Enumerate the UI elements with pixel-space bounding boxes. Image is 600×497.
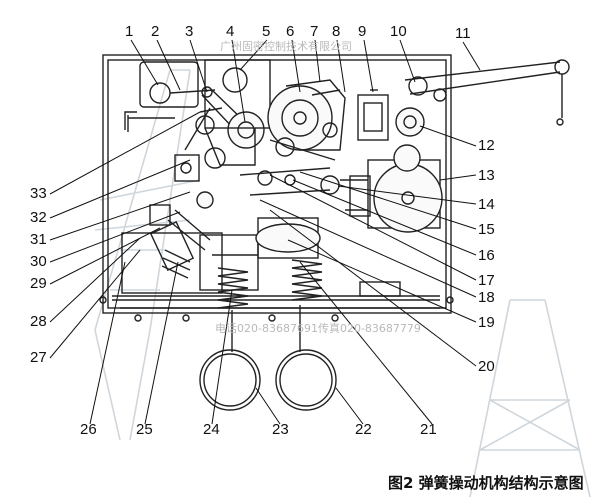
label-27: 27 <box>30 349 47 366</box>
label-30: 30 <box>30 253 47 270</box>
linkage-assembly <box>184 86 265 151</box>
output-lever <box>404 59 570 126</box>
label-6: 6 <box>286 23 294 40</box>
part-labels: 1 2 3 4 5 6 7 8 9 10 11 12 13 14 15 16 1… <box>30 23 495 438</box>
label-22: 22 <box>355 421 372 438</box>
label-18: 18 <box>478 289 495 306</box>
label-2: 2 <box>151 23 159 40</box>
label-8: 8 <box>332 23 340 40</box>
label-24: 24 <box>203 421 220 438</box>
label-33: 33 <box>30 185 47 202</box>
label-7: 7 <box>310 23 318 40</box>
tower-background <box>94 69 591 497</box>
label-3: 3 <box>185 23 193 40</box>
label-1: 1 <box>125 23 133 40</box>
label-29: 29 <box>30 275 47 292</box>
spring-housings <box>121 217 337 411</box>
label-12: 12 <box>478 137 495 154</box>
label-20: 20 <box>478 358 495 375</box>
label-4: 4 <box>226 23 234 40</box>
label-14: 14 <box>478 196 495 213</box>
label-13: 13 <box>478 167 495 184</box>
left-mechanisms <box>149 154 214 279</box>
label-28: 28 <box>30 313 47 330</box>
latch-box <box>357 89 389 141</box>
watermark-company: 广州固密控制技术有限公司 <box>220 39 352 53</box>
label-17: 17 <box>478 272 495 289</box>
leader-lines <box>49 39 481 425</box>
label-26: 26 <box>80 421 97 438</box>
label-21: 21 <box>420 421 437 438</box>
label-23: 23 <box>272 421 289 438</box>
watermark-contact: 电话020-83687691传真020-83687779 <box>215 321 421 335</box>
center-plate <box>204 59 271 169</box>
label-31: 31 <box>30 231 47 248</box>
label-11: 11 <box>455 25 471 42</box>
label-10: 10 <box>390 23 407 40</box>
figure-caption: 图2 弹簧操动机构结构示意图 <box>388 474 584 492</box>
label-5: 5 <box>262 23 270 40</box>
cam-wheel <box>267 79 346 157</box>
label-25: 25 <box>136 421 153 438</box>
label-32: 32 <box>30 209 47 226</box>
upper-right-gears <box>395 76 447 137</box>
upper-left-components <box>124 61 216 132</box>
label-16: 16 <box>478 247 495 264</box>
label-19: 19 <box>478 314 495 331</box>
label-15: 15 <box>478 221 495 238</box>
label-9: 9 <box>358 23 366 40</box>
